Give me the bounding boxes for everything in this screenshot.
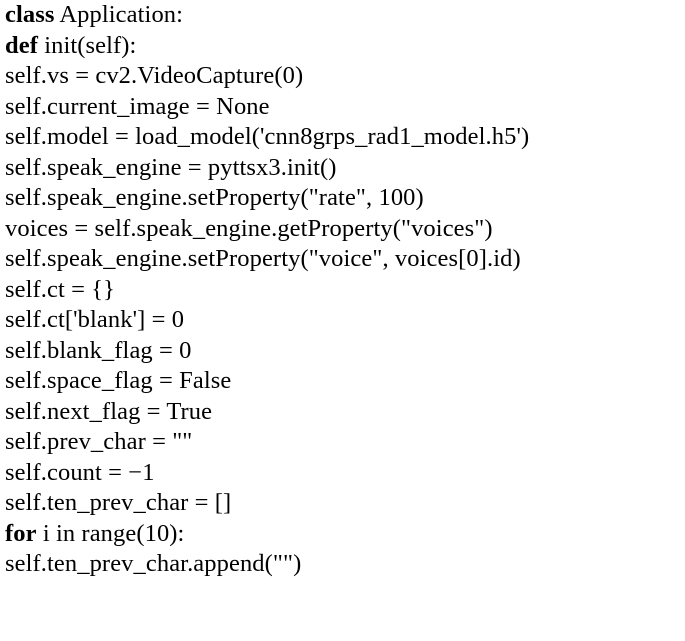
code-line-19: self.ten_prev_char.append(""): [5, 549, 685, 580]
code-line-18: for i in range(10):: [5, 519, 685, 550]
code-text: self.current_image = None: [5, 92, 270, 120]
code-line-15: self.prev_char = "": [5, 427, 685, 458]
code-line-17: self.ten_prev_char = []: [5, 488, 685, 519]
code-line-6: self.speak_engine = pyttsx3.init(): [5, 153, 685, 184]
code-text: init(self):: [37, 31, 137, 59]
code-text: self.speak_engine.setProperty("rate", 10…: [5, 184, 424, 211]
keyword: def: [5, 31, 38, 59]
code-text: self.ten_prev_char.append(""): [5, 550, 302, 577]
code-text: i in range(10):: [36, 519, 185, 547]
code-text: self.ct['blank'] = 0: [5, 306, 185, 333]
keyword: for: [5, 519, 37, 547]
code-line-10: self.ct = {}: [5, 275, 685, 306]
code-text: self.prev_char = "": [5, 428, 193, 455]
code-text: self.speak_engine = pyttsx3.init(): [5, 153, 337, 181]
code-text: voices = self.speak_engine.getProperty("…: [5, 214, 493, 242]
code-text: self.count = −1: [5, 458, 155, 486]
code-line-2: def init(self):: [5, 31, 685, 62]
code-line-1: class Application:: [5, 0, 685, 31]
code-text: self.space_flag = False: [5, 367, 232, 394]
code-line-14: self.next_flag = True: [5, 397, 685, 428]
code-line-4: self.current_image = None: [5, 92, 685, 123]
code-text: Application:: [54, 1, 184, 28]
code-text: self.vs = cv2.VideoCapture(0): [5, 62, 304, 89]
keyword: class: [5, 1, 55, 28]
code-text: self.speak_engine.setProperty("voice", v…: [5, 245, 521, 272]
code-line-9: self.speak_engine.setProperty("voice", v…: [5, 244, 685, 275]
code-line-13: self.space_flag = False: [5, 366, 685, 397]
code-text: self.blank_flag = 0: [5, 336, 192, 364]
code-line-5: self.model = load_model('cnn8grps_rad1_m…: [5, 122, 685, 153]
code-line-8: voices = self.speak_engine.getProperty("…: [5, 214, 685, 245]
code-text: self.ct = {}: [5, 275, 115, 303]
code-text: self.next_flag = True: [5, 397, 213, 425]
code-text: self.model = load_model('cnn8grps_rad1_m…: [5, 123, 530, 150]
code-line-3: self.vs = cv2.VideoCapture(0): [5, 61, 685, 92]
code-line-12: self.blank_flag = 0: [5, 336, 685, 367]
code-line-16: self.count = −1: [5, 458, 685, 489]
code-text: self.ten_prev_char = []: [5, 489, 232, 516]
code-line-7: self.speak_engine.setProperty("rate", 10…: [5, 183, 685, 214]
code-line-11: self.ct['blank'] = 0: [5, 305, 685, 336]
